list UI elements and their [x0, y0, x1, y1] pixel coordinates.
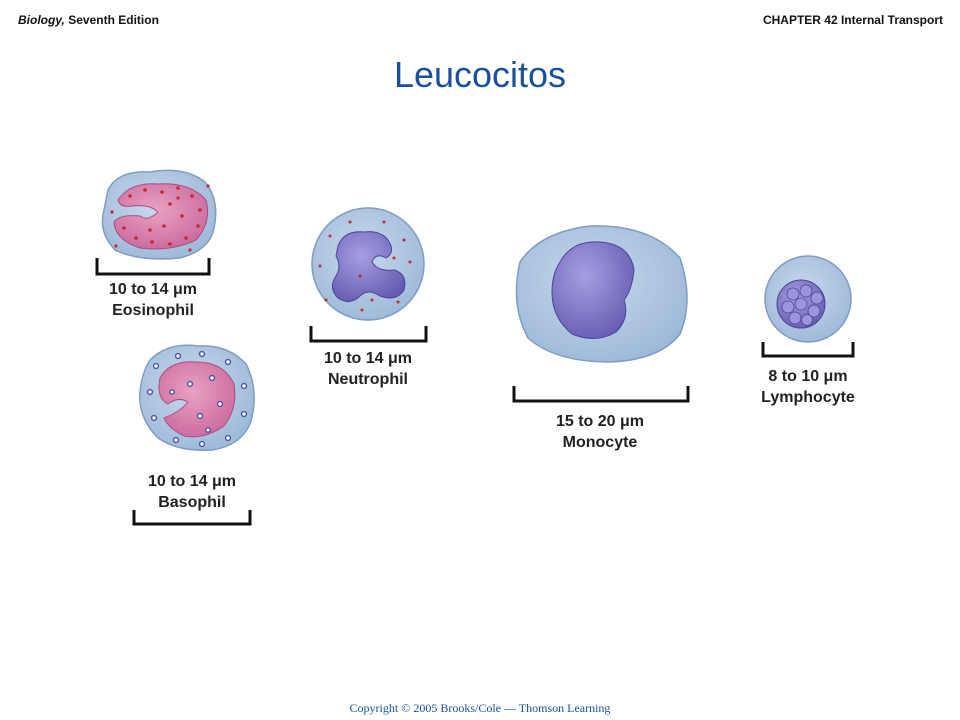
eosinophil-scale-bracket: [95, 258, 211, 276]
book-title: Biology,: [18, 13, 65, 27]
neutrophil-name: Neutrophil: [328, 371, 408, 388]
lymphocyte-size: 8 to 10 μm: [768, 368, 848, 385]
scale-brackets: [95, 258, 855, 526]
monocyte-size: 15 to 20 μm: [555, 413, 645, 430]
basophil-cell: [139, 344, 255, 451]
lymphocyte-label: 8 to 10 μm Lymphocyte: [738, 366, 878, 408]
eosinophil-label: 10 to 14 μm Eosinophil: [93, 279, 213, 321]
copyright-notice: Copyright © 2005 Brooks/Cole — Thomson L…: [349, 701, 611, 715]
header-chapter: CHAPTER 42 Internal Transport: [762, 13, 943, 27]
header-book-title: Biology, Seventh Edition: [18, 13, 159, 27]
book-edition: Seventh Edition: [68, 13, 159, 27]
monocyte-scale-bracket: [512, 386, 690, 403]
eosinophil-size: 10 to 14 μm: [108, 281, 198, 298]
lymphocyte-cell: [764, 255, 852, 343]
lymphocyte-scale-bracket: [761, 342, 855, 358]
lymphocyte-name: Lymphocyte: [761, 389, 855, 406]
eosinophil-name: Eosinophil: [112, 302, 194, 319]
neutrophil-cell: [311, 207, 425, 321]
basophil-label: 10 to 14 μm Basophil: [132, 471, 252, 513]
neutrophil-label: 10 to 14 μm Neutrophil: [308, 348, 428, 390]
eosinophil-cell: [101, 169, 217, 260]
neutrophil-scale-bracket: [309, 326, 428, 343]
monocyte-label: 15 to 20 μm Monocyte: [540, 411, 660, 453]
basophil-scale-bracket: [132, 510, 252, 526]
basophil-name: Basophil: [158, 494, 226, 511]
monocyte-name: Monocyte: [562, 434, 638, 451]
monocyte-cell: [515, 225, 688, 363]
page-title: Leucocitos: [393, 54, 567, 95]
basophil-size: 10 to 14 μm: [147, 473, 237, 490]
neutrophil-size: 10 to 14 μm: [323, 350, 413, 367]
